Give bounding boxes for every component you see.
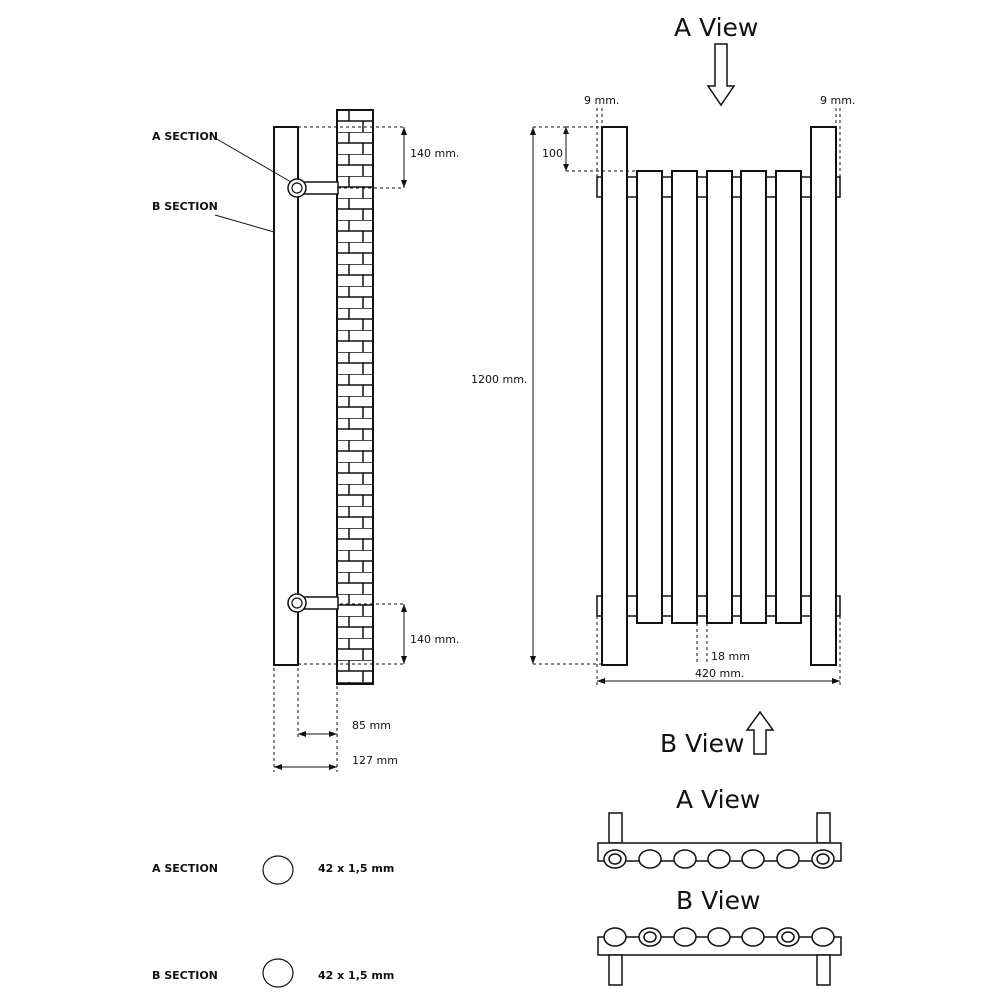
- inner-tubes: [636, 170, 802, 624]
- left-9mm-dim: 9 mm.: [584, 94, 619, 107]
- legend-a-spec: 42 x 1,5 mm: [318, 862, 394, 875]
- a-section-circle-icon: [262, 855, 294, 885]
- brick-wall: [336, 109, 374, 685]
- top-dimension: 140 mm.: [298, 126, 459, 189]
- a-view-arrow-label: A View: [674, 13, 758, 42]
- tube-18mm-dim: 18 mm: [711, 650, 750, 663]
- height-1200-dim: 1200 mm.: [471, 373, 527, 386]
- wall-gap-dim: 85 mm: [352, 719, 391, 732]
- b-view-tube-ends: [603, 927, 835, 947]
- section-legend: A SECTION 42 x 1,5 mm B SECTION 42 x 1,5…: [152, 855, 394, 988]
- width-420-dim: 420 mm.: [695, 667, 744, 680]
- b-section-circle-icon: [262, 958, 294, 988]
- depth-dimensions: 85 mm 127 mm: [273, 668, 398, 772]
- side-radiator-profile: [273, 126, 299, 666]
- top-100-dim: 100: [542, 147, 563, 160]
- top-140-dim: 140 mm.: [410, 147, 459, 160]
- height-dimension: 1200 mm.: [471, 126, 602, 665]
- top-offset-dimension: 100: [542, 126, 637, 172]
- depth-dim: 127 mm: [352, 754, 398, 767]
- offset-dimensions: 9 mm. 9 mm.: [584, 94, 855, 180]
- b-view-title: B View: [676, 886, 760, 915]
- down-arrow-icon: [706, 43, 736, 107]
- right-column: [810, 126, 837, 666]
- legend-a-label: A SECTION: [152, 862, 218, 875]
- top-bracket: [287, 178, 339, 198]
- legend-b-spec: 42 x 1,5 mm: [318, 969, 394, 982]
- b-view-arrow-label: B View: [660, 729, 744, 758]
- tube-dimension: 18 mm: [696, 623, 750, 664]
- a-section-label: A SECTION: [152, 130, 218, 143]
- width-dimension: 420 mm.: [596, 616, 841, 686]
- side-view: A SECTION B SECTION 140 mm. 140 mm.: [152, 109, 459, 772]
- a-view-title: A View: [676, 785, 760, 814]
- front-view: A View 9 mm. 9 mm.: [471, 13, 855, 758]
- b-section-label: B SECTION: [152, 200, 218, 213]
- up-arrow-icon: [745, 710, 775, 755]
- a-view-tube-ends: [603, 849, 835, 869]
- mini-b-view: B View: [597, 886, 842, 986]
- bottom-140-dim: 140 mm.: [410, 633, 459, 646]
- right-9mm-dim: 9 mm.: [820, 94, 855, 107]
- legend-b-label: B SECTION: [152, 969, 218, 982]
- mini-a-view: A View: [597, 785, 842, 869]
- left-column: [601, 126, 628, 666]
- bottom-dimension: 140 mm.: [298, 603, 459, 665]
- bottom-bracket: [287, 593, 339, 613]
